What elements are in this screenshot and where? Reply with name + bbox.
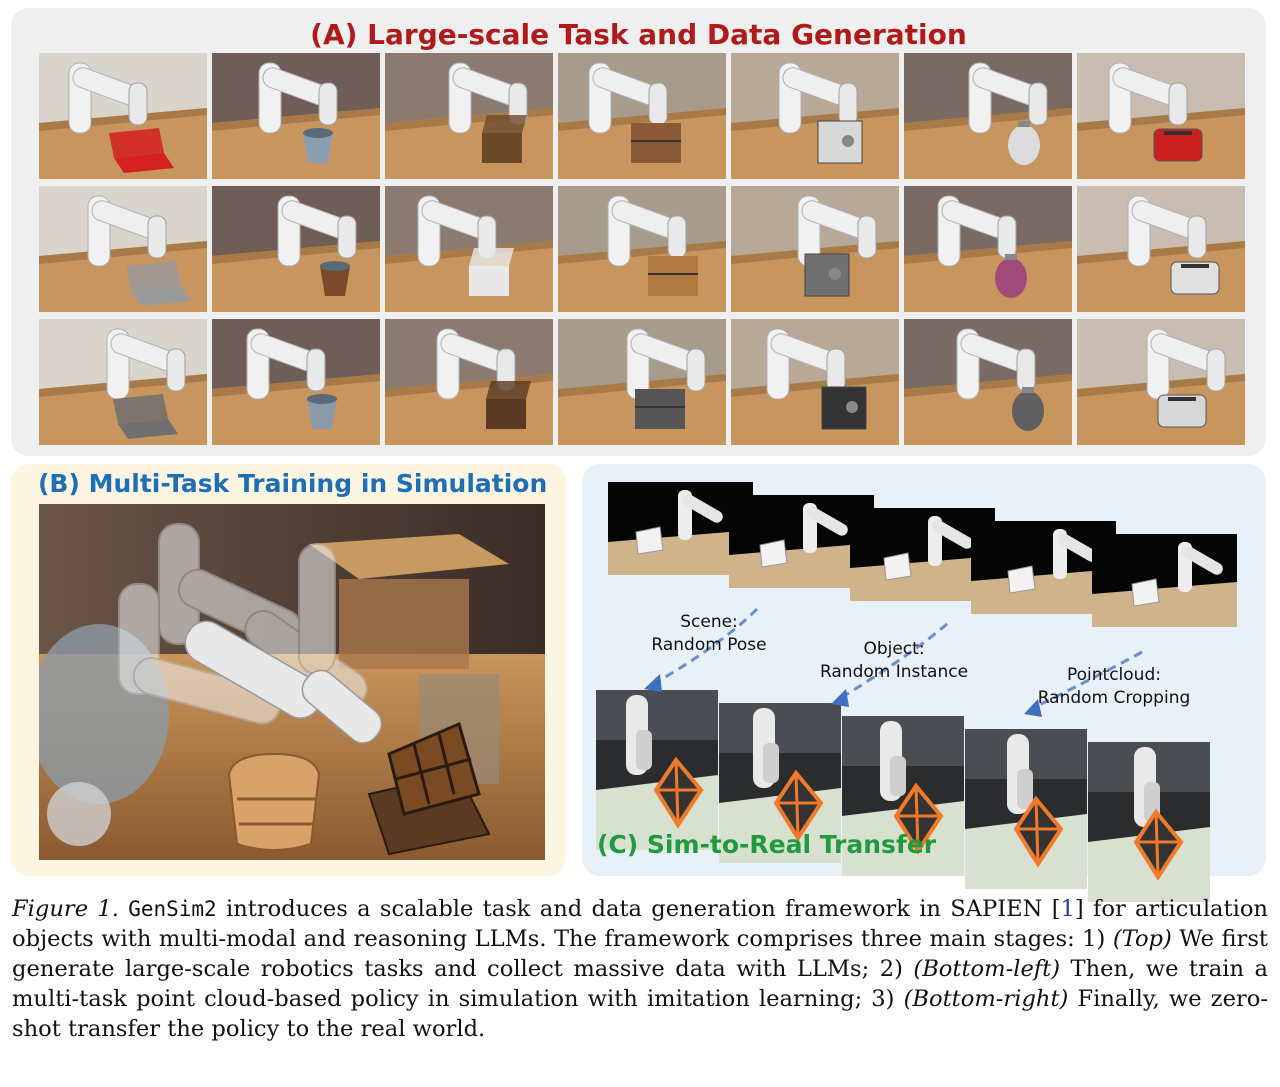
task-thumbnail-safe [731,53,899,179]
task-thumbnail-safe [731,319,899,445]
task-thumbnail-kettle [904,186,1072,312]
task-thumbnail-grid [39,53,1248,446]
caption-text-5: Finally, we zero-shot transfer the polic… [12,986,1268,1042]
task-thumbnail-box [385,319,553,445]
annotation-object: Object: Random Instance [814,638,974,684]
arrow-scene [656,607,759,684]
real-frame [1088,742,1210,902]
real-frame [596,690,718,850]
real-frame [965,729,1087,889]
annotation-scene: Scene: Random Pose [644,611,774,657]
annotation-pointcloud-detail: Random Cropping [1037,688,1191,708]
panel-c-title: (C) Sim-to-Real Transfer [597,830,937,859]
caption-text-3: We first generate large-scale robotics t… [12,926,1268,982]
panel-c: Scene: Random Pose Object: Random Instan… [582,464,1266,902]
panel-b-title: (B) Multi-Task Training in Simulation [38,469,548,498]
task-thumbnail-drawer [558,186,726,312]
task-thumbnail-bucket [212,186,380,312]
caption-text-4: Then, we train a multi-task point cloud-… [12,956,1269,1012]
task-thumbnail-toaster [1077,319,1245,445]
panel-b: (B) Multi-Task Training in Simulation [11,464,566,876]
sim-frame [971,521,1116,614]
caption-top-label: (Top) [1112,926,1172,952]
task-thumbnail-safe [731,186,899,312]
sim-frame [608,482,753,575]
task-thumbnail-box [385,186,553,312]
annotation-scene-detail: Random Pose [651,635,767,655]
caption-text-1: introduces a scalable task and data gene… [216,896,1052,922]
citation-open: [ [1051,896,1061,922]
figure-label: Figure 1. [12,896,119,922]
sim-frame [1092,534,1237,627]
annotation-object-detail: Random Instance [819,662,969,682]
arrow-object [843,622,948,698]
task-thumbnail-toaster [1077,186,1245,312]
real-frame [719,703,841,863]
citation-link[interactable]: 1 [1060,896,1075,922]
annotation-scene-heading: Scene: [680,612,738,632]
task-thumbnail-bucket [212,319,380,445]
task-thumbnail-bucket [212,53,380,179]
sim-frame [850,508,995,601]
real-frame [842,716,964,876]
annotation-pointcloud-heading: Pointcloud: [1067,665,1161,685]
task-thumbnail-toaster [1077,53,1245,179]
annotation-pointcloud: Pointcloud: Random Cropping [1024,664,1204,710]
citation-close: ] [1074,896,1084,922]
panel-a-title: (A) Large-scale Task and Data Generation [310,18,967,51]
caption-text-2: for articulation objects with multi-moda… [12,896,1268,952]
task-thumbnail-kettle [904,53,1072,179]
task-thumbnail-drawer [558,53,726,179]
caption-bottom-left-label: (Bottom-left) [913,956,1061,982]
transfer-arrows [644,607,1143,717]
multi-task-simulation-image [39,504,545,860]
annotation-object-heading: Object: [863,639,925,659]
panel-a: (A) Large-scale Task and Data Generation [11,8,1266,456]
task-thumbnail-box [385,53,553,179]
task-thumbnail-kettle [904,319,1072,445]
task-thumbnail-laptop [39,319,207,445]
task-thumbnail-drawer [558,319,726,445]
system-name: GenSim2 [128,897,217,921]
arrow-pointcloud [1036,650,1143,708]
task-thumbnail-laptop [39,53,207,179]
sim-frame [729,495,874,588]
task-thumbnail-laptop [39,186,207,312]
figure-caption: Figure 1. GenSim2 introduces a scalable … [12,894,1268,1044]
caption-bottom-right-label: (Bottom-right) [903,986,1069,1012]
